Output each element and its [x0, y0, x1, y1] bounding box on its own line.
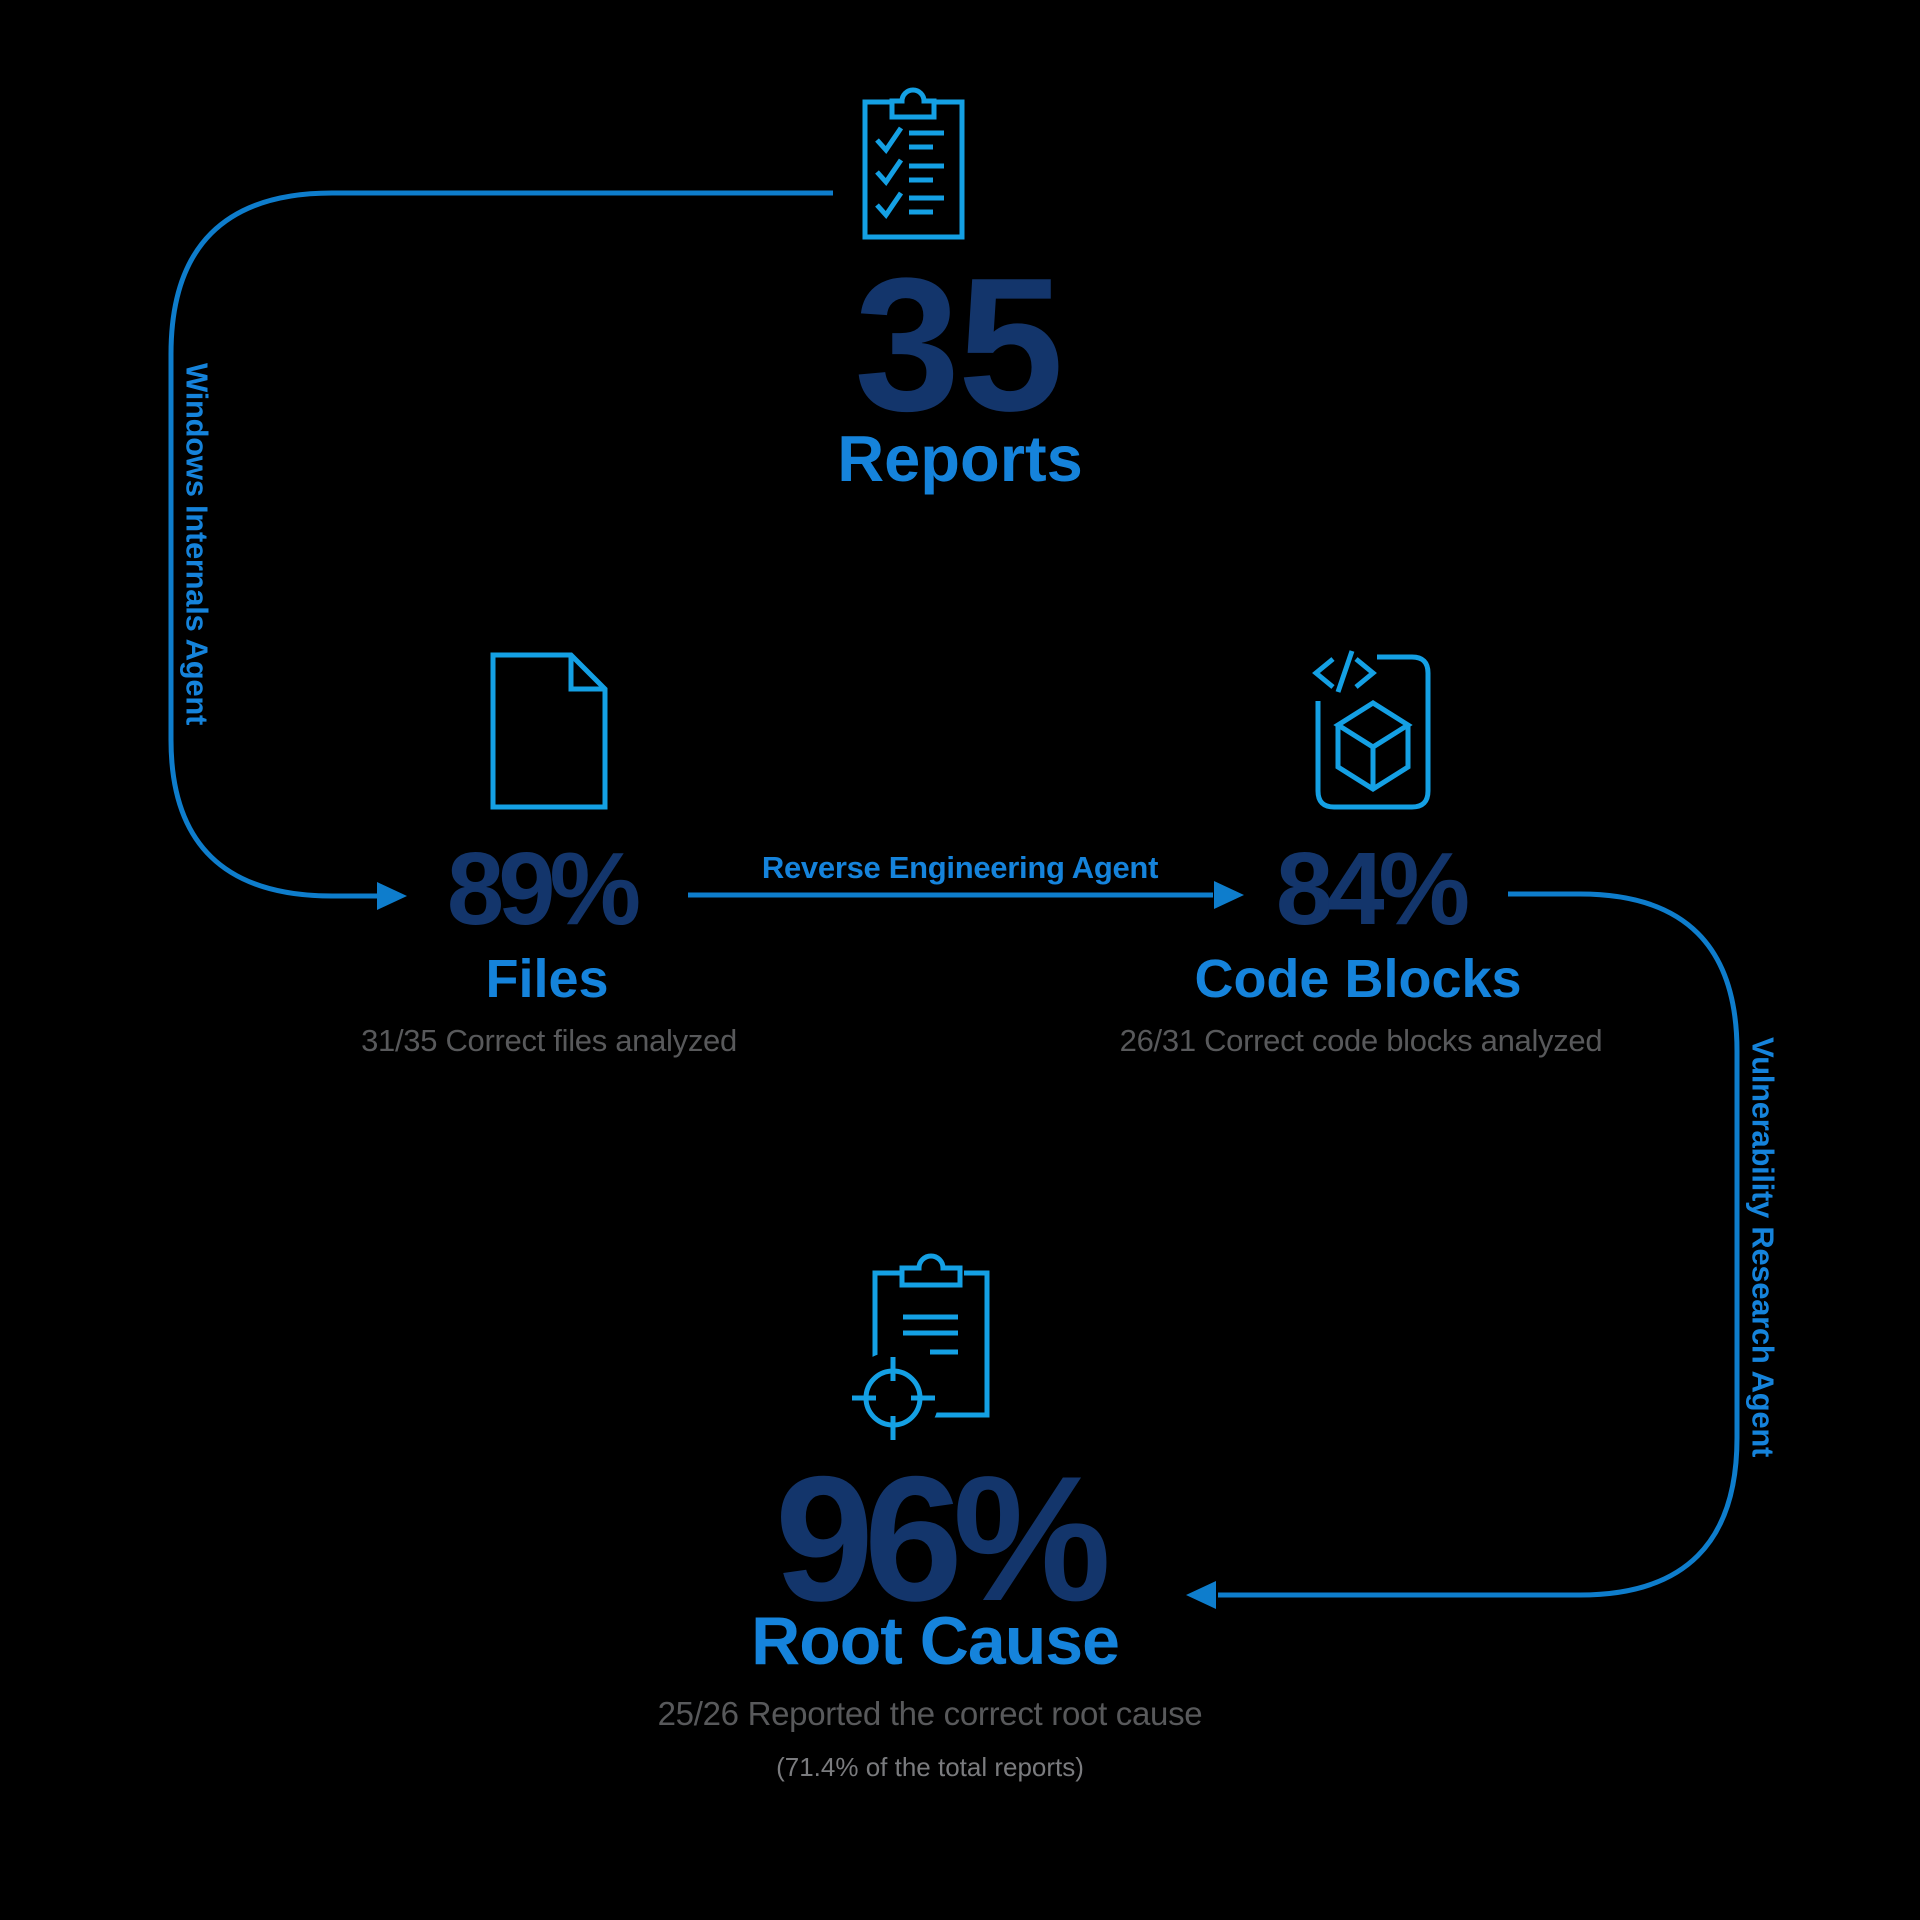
root-cause-subtext-secondary: (71.4% of the total reports)	[776, 1752, 1084, 1782]
document-icon	[490, 652, 608, 810]
windows-internals-agent-label: Windows Internals Agent	[179, 363, 215, 725]
root-cause-value: 96%	[774, 1439, 1111, 1638]
code-blocks-subtext: 26/31 Correct code blocks analyzed	[1119, 1023, 1603, 1058]
code-blocks-value: 84%	[1275, 831, 1470, 946]
arrowhead-files	[377, 882, 407, 910]
reports-value: 35	[854, 239, 1063, 451]
root-cause-label: Root Cause	[751, 1603, 1120, 1679]
files-value: 89%	[446, 831, 641, 946]
code-blocks-label: Code Blocks	[1194, 949, 1522, 1009]
vulnerability-research-agent-label: Vulnerability Research Agent	[1745, 1037, 1781, 1457]
files-subtext: 31/35 Correct files analyzed	[361, 1023, 737, 1058]
reports-label: Reports	[837, 422, 1083, 495]
checklist-clipboard-icon	[862, 87, 965, 240]
reverse-engineering-agent-label: Reverse Engineering Agent	[761, 850, 1159, 885]
arrowhead-root-cause	[1186, 1581, 1216, 1609]
target-clipboard-icon	[847, 1253, 990, 1444]
files-label: Files	[485, 949, 609, 1009]
connector-code-blocks-to-root-cause	[1218, 891, 1740, 1598]
arrowhead-code-blocks	[1214, 881, 1244, 909]
code-cube-file-icon	[1312, 650, 1431, 810]
connector-reports-to-files	[168, 190, 833, 899]
root-cause-subtext: 25/26 Reported the correct root cause	[657, 1695, 1203, 1732]
